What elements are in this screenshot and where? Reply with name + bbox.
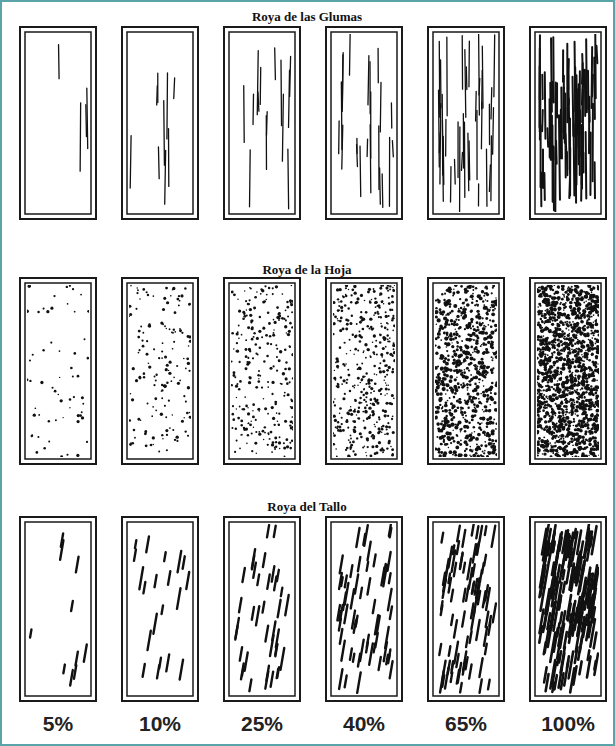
- glume-severity-box: [428, 27, 504, 219]
- severity-percent: 10%: [139, 712, 181, 735]
- stem-severity-box: [428, 517, 504, 701]
- leaf-severity-box: [122, 278, 198, 464]
- severity-percent: 40%: [343, 712, 385, 735]
- severity-percent: 65%: [445, 712, 487, 735]
- glume-severity-box: [20, 27, 96, 219]
- severity-percent: 100%: [541, 712, 595, 735]
- row-title: Roya de la Hoja: [262, 263, 351, 277]
- leaf-severity-box: [224, 278, 300, 464]
- glume-severity-box: [530, 27, 606, 219]
- leaf-severity-box: [326, 278, 402, 464]
- stem-severity-box: [224, 517, 300, 701]
- glume-severity-box: [224, 27, 300, 219]
- glume-severity-box: [326, 27, 402, 219]
- stem-severity-box: [122, 517, 198, 701]
- row-title: Roya del Tallo: [267, 500, 346, 514]
- leaf-severity-box: [530, 278, 606, 464]
- stem-severity-box: [326, 517, 402, 701]
- glume-severity-box: [122, 27, 198, 219]
- leaf-severity-box: [20, 278, 96, 464]
- severity-percent: 25%: [241, 712, 283, 735]
- row-title: Roya de las Glumas: [252, 10, 362, 24]
- stem-severity-box: [530, 517, 606, 701]
- stem-severity-box: [20, 517, 96, 701]
- severity-percent: 5%: [43, 712, 73, 735]
- leaf-severity-box: [428, 278, 504, 464]
